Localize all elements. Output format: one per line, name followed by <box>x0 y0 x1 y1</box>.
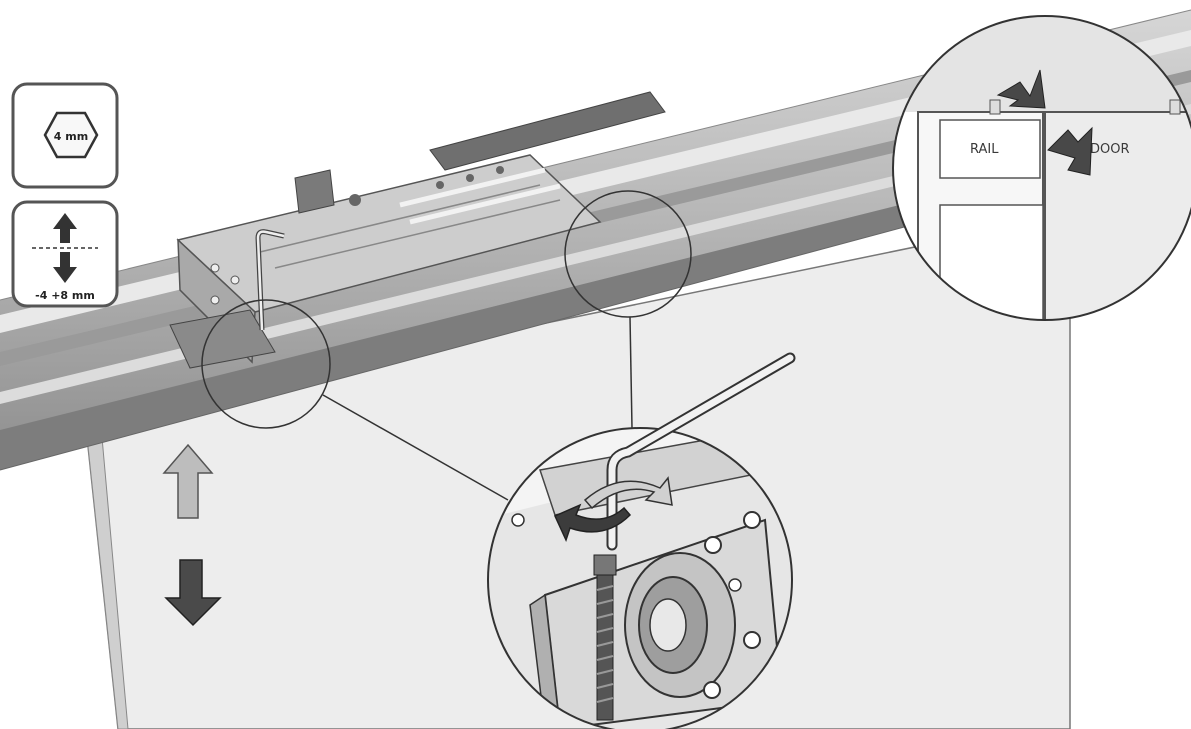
carriage-plate <box>169 91 666 369</box>
hex-key-icon <box>43 111 99 159</box>
callout-circle-hanger <box>201 299 331 429</box>
door-label: DOOR <box>1090 142 1130 157</box>
adjust-range-badge: -4 +8 mm <box>11 200 119 308</box>
rotate-arrow-icon <box>554 503 632 543</box>
rail-label: RAIL <box>970 142 999 157</box>
leader-line-rail-end <box>629 316 633 429</box>
callout-circle-rail-end <box>564 190 692 318</box>
arrow-up-left-icon <box>1047 126 1093 176</box>
detail-adjustment <box>487 352 796 729</box>
adjust-range-text: -4 +8 mm <box>35 289 95 302</box>
vertical-adjust-icon <box>32 213 98 283</box>
arrow-down-right-icon <box>996 69 1046 109</box>
tool-size-text: 4 mm <box>54 130 88 143</box>
arrow-up-icon <box>162 443 214 519</box>
leader-line-hanger <box>322 394 509 501</box>
arrow-down-icon <box>164 559 222 627</box>
rotate-arrow-icon <box>583 476 673 510</box>
tool-size-badge: 4 mm <box>11 82 119 189</box>
